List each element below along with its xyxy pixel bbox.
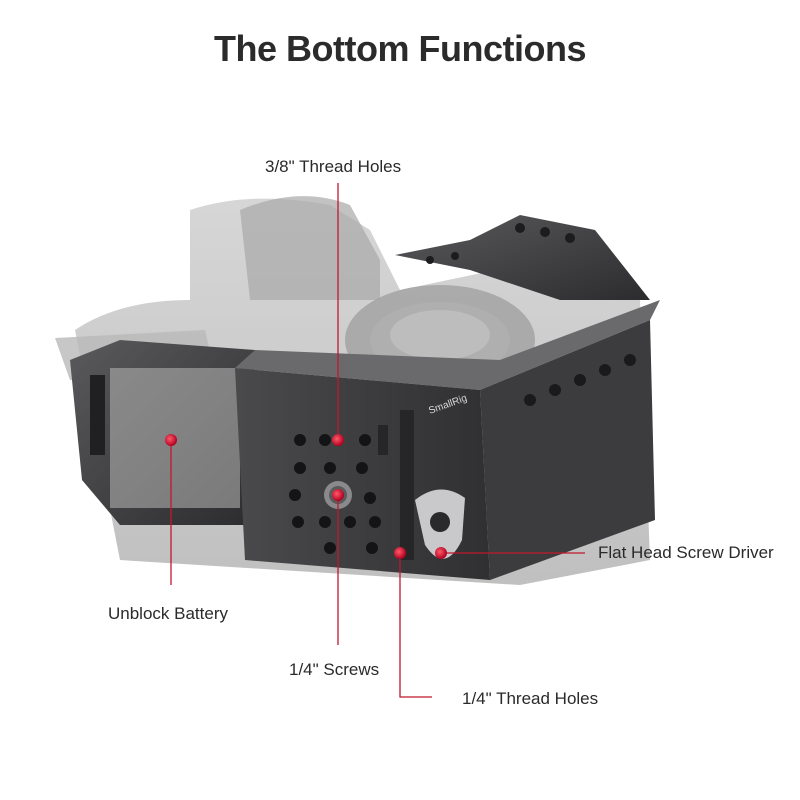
cage-bottom-plate — [235, 300, 660, 580]
page-title: The Bottom Functions — [214, 28, 586, 69]
callout-unblock-battery: Unblock Battery — [108, 604, 228, 623]
leader-lines — [170, 183, 585, 698]
marker-1-4-thread-holes — [394, 547, 406, 559]
callout-1-4-screws: 1/4" Screws — [289, 660, 380, 679]
marker-unblock-battery — [165, 434, 177, 446]
side-hole-row — [524, 354, 636, 406]
marker-flat-head-screw-driver — [435, 547, 447, 559]
marker-1-4-screws — [332, 489, 344, 501]
callout-3-8-thread-holes: 3/8" Thread Holes — [265, 157, 402, 176]
callout-1-4-thread-holes: 1/4" Thread Holes — [462, 689, 599, 708]
callout-markers — [165, 434, 447, 559]
leader-1-4-thread-holes — [399, 553, 432, 698]
plate-hole-grid — [289, 434, 381, 554]
cage-left-side — [70, 340, 255, 525]
callout-flat-head-screw-driver: Flat Head Screw Driver — [598, 543, 774, 562]
cage-top-handle — [395, 215, 650, 300]
marker-3-8-thread-holes — [332, 434, 344, 446]
